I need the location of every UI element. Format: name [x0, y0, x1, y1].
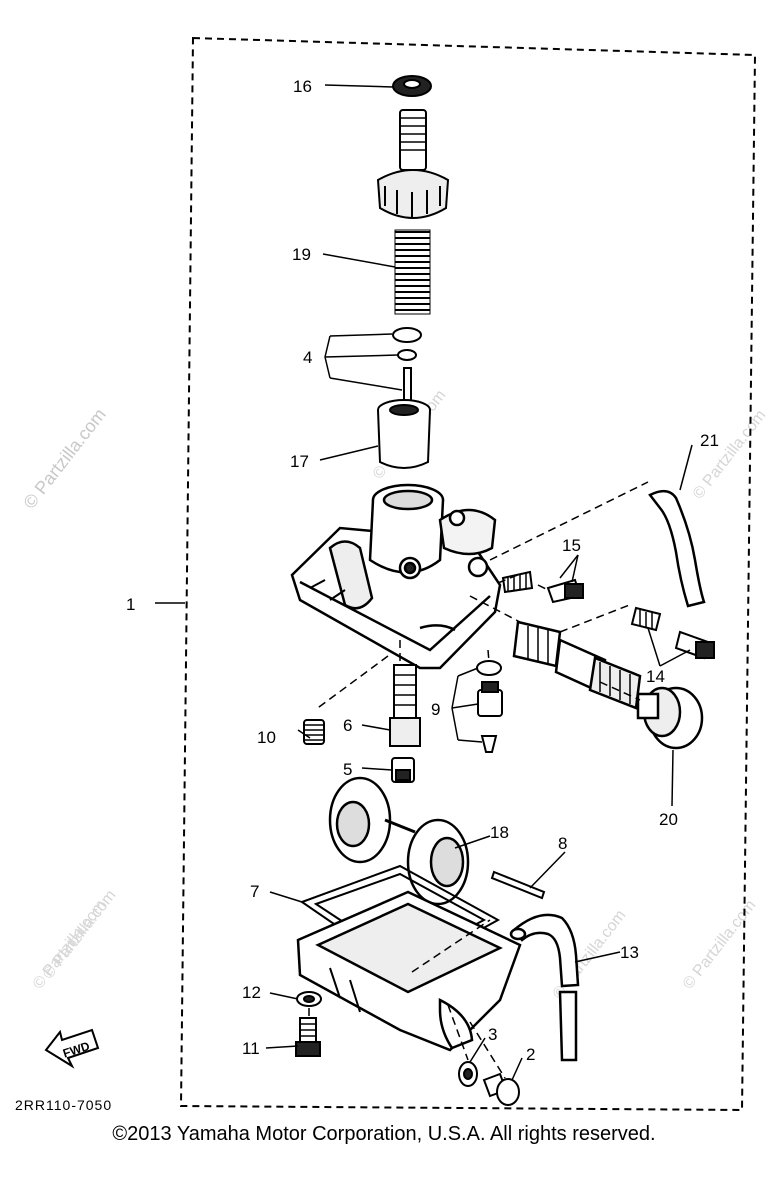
callout-14: 14 — [646, 667, 665, 686]
callout-6: 6 — [343, 716, 352, 735]
callout-1: 1 — [126, 595, 135, 614]
fwd-arrow-icon: FWD — [44, 1028, 100, 1069]
callout-21: 21 — [700, 431, 719, 450]
part-2-drain-plug — [482, 1072, 520, 1106]
part-18-float — [328, 776, 470, 906]
part-10-air-screw — [303, 719, 325, 745]
mixing-chamber-top — [376, 109, 450, 219]
callout-8: 8 — [558, 834, 567, 853]
part-8-float-pin — [490, 870, 546, 900]
part-20-starter-plunger — [512, 620, 704, 750]
callout-2: 2 — [526, 1045, 535, 1064]
part-14-throttle-stop-screw — [630, 606, 715, 660]
copyright-notice: ©2013 Yamaha Motor Corporation, U.S.A. A… — [112, 1123, 656, 1145]
callout-13: 13 — [620, 943, 639, 962]
callout-16: 16 — [293, 77, 312, 96]
part-12-washer — [296, 991, 322, 1007]
watermark-main: © Partzilla.com — [19, 405, 109, 513]
part-3-washer — [458, 1061, 478, 1087]
carburetor-body — [290, 483, 502, 670]
part-19-spring — [394, 229, 431, 315]
part-4-needle-set — [392, 327, 422, 409]
assembly-boundary — [179, 36, 757, 1112]
part-17-throttle-valve — [377, 399, 431, 469]
callout-20: 20 — [659, 810, 678, 829]
part-11-screw — [295, 1017, 321, 1057]
part-21-hose — [648, 489, 706, 608]
part-9-float-valve — [476, 660, 503, 753]
callout-4: 4 — [303, 348, 312, 367]
part-13-drain-hose — [509, 913, 580, 1062]
callout-9: 9 — [431, 700, 440, 719]
diagram-code: 2RR110-7050 — [15, 1097, 112, 1113]
callout-18: 18 — [490, 823, 509, 842]
part-6-needle-jet — [389, 664, 421, 747]
float-bowl — [296, 890, 522, 1052]
leader-lines — [155, 84, 693, 1081]
watermark-right: © Partzilla.com — [690, 407, 768, 502]
callout-11: 11 — [242, 1039, 260, 1058]
callout-17: 17 — [290, 452, 309, 471]
assembly-guides — [308, 481, 649, 1079]
callout-15: 15 — [562, 536, 581, 555]
part-5-main-jet — [391, 757, 415, 783]
callout-10: 10 — [257, 728, 276, 747]
part-16-cap-seal — [392, 75, 432, 97]
callouts: 16 19 4 17 1 21 15 14 20 10 6 9 5 18 8 7… — [126, 77, 719, 1064]
callout-19: 19 — [292, 245, 311, 264]
callout-12: 12 — [242, 983, 261, 1002]
watermark-lower-right: © Partzilla.com — [680, 897, 760, 992]
part-15-pilot-screw — [501, 570, 584, 604]
callout-5: 5 — [343, 760, 352, 779]
callout-7: 7 — [250, 882, 259, 901]
callout-3: 3 — [488, 1025, 497, 1044]
watermark-mid-left: © Partzilla.com — [40, 887, 120, 982]
